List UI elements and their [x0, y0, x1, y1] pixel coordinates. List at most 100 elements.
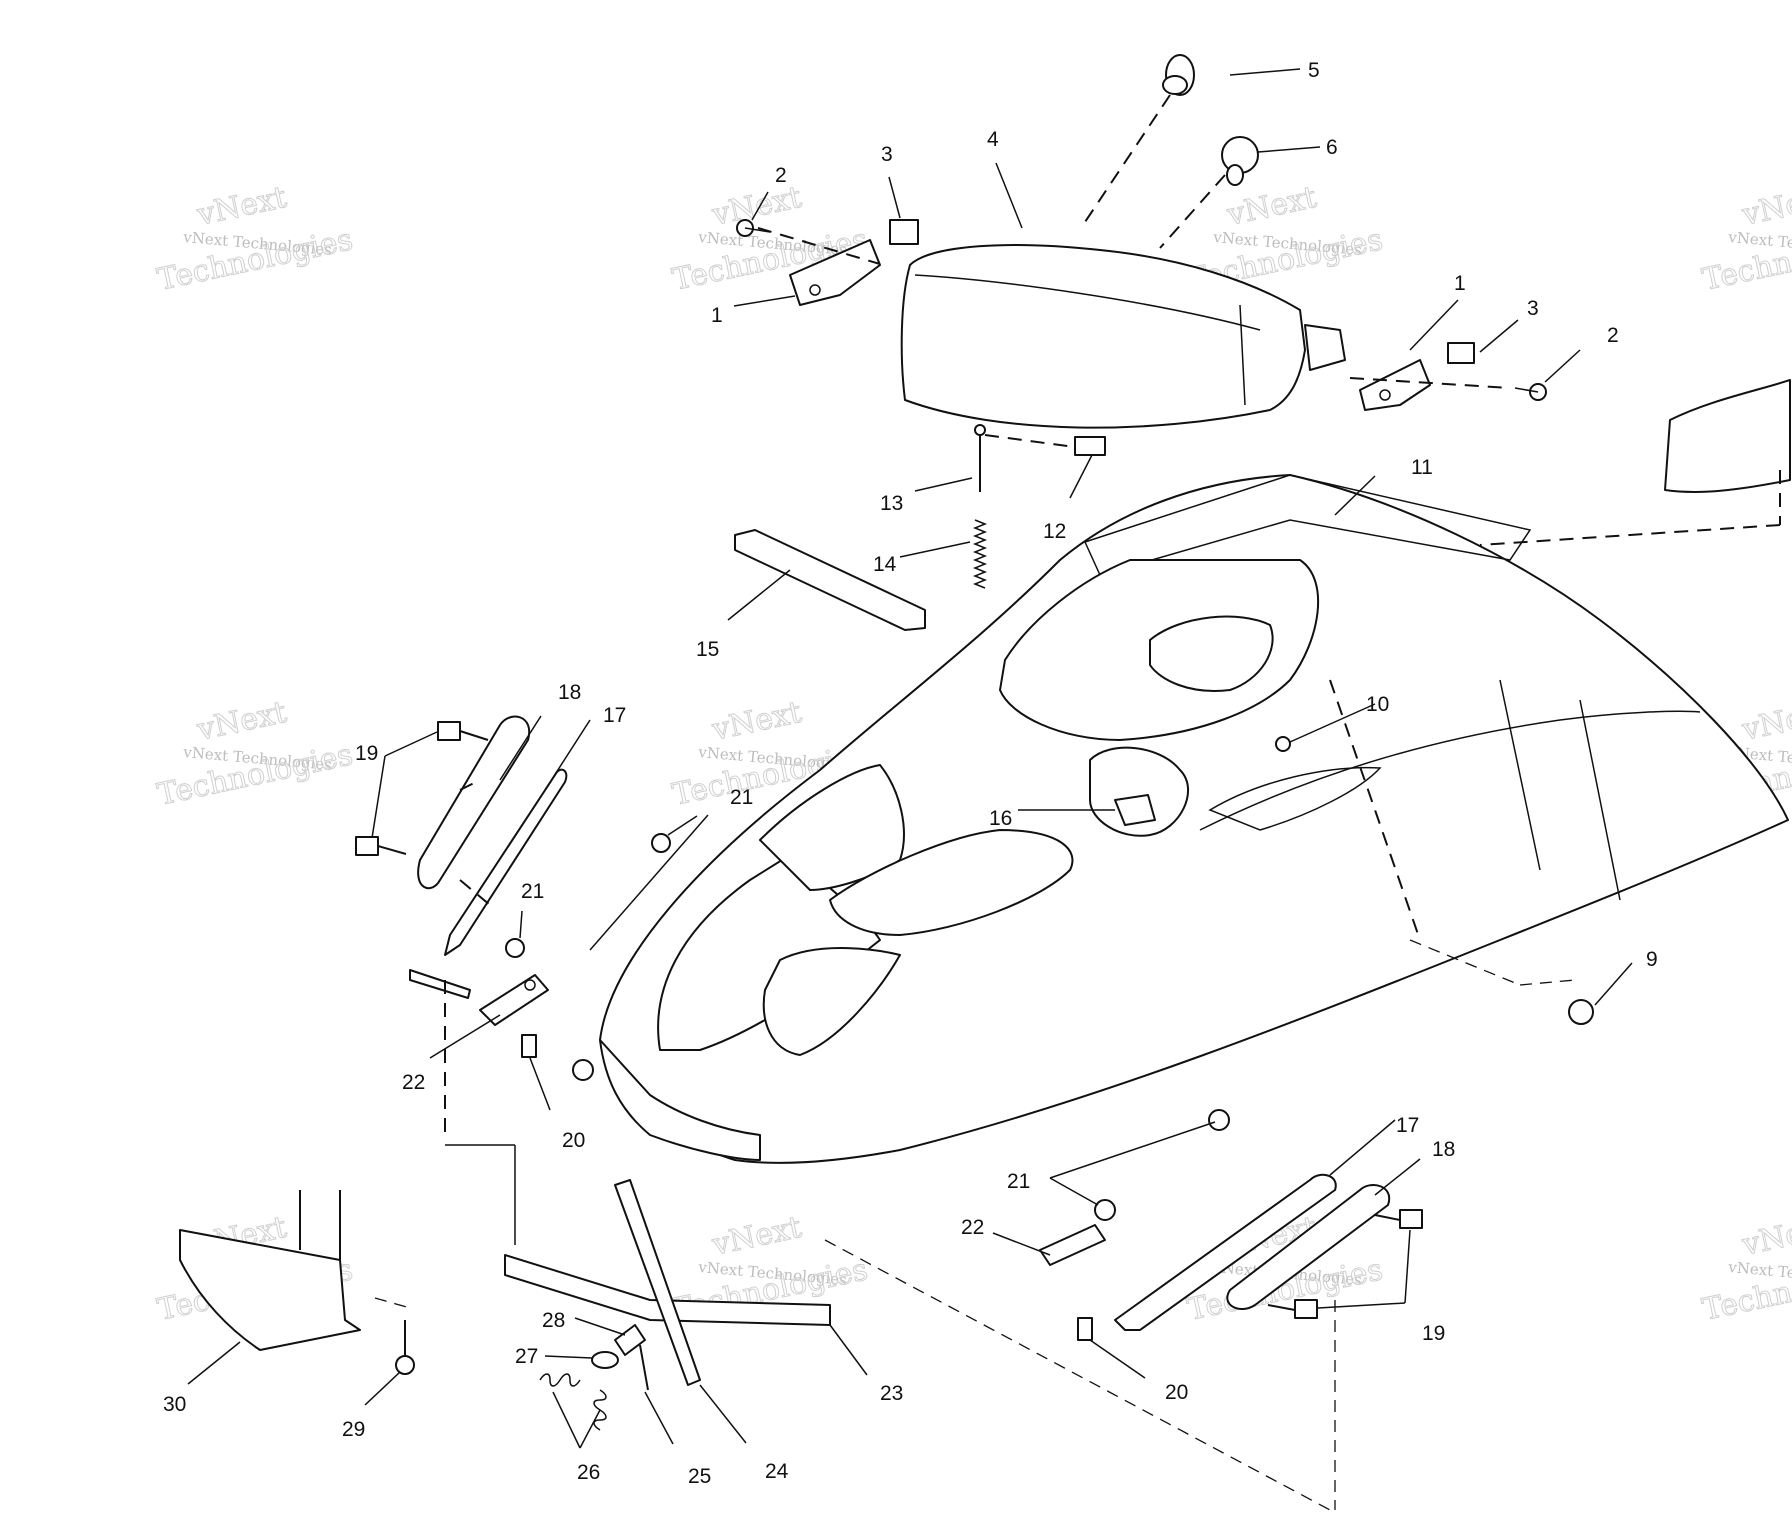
headlight-housing-lens-edge [914, 274, 1261, 406]
watermark-brand: vNext [708, 1210, 804, 1263]
callout-18-left: 18 [558, 681, 581, 704]
fastener-10 [1275, 736, 1291, 752]
callout-25: 25 [688, 1465, 711, 1488]
hood-side-stripe [1199, 710, 1701, 831]
hood-side-air-intake [1208, 766, 1382, 831]
bolt-19-lower [355, 836, 407, 856]
seal-strip-15 [734, 529, 926, 631]
bracket-28 [614, 1324, 646, 1356]
screw-20-left [521, 1034, 537, 1058]
hood-vent-center [829, 829, 1074, 936]
callout-17-left: 17 [603, 704, 626, 727]
callout-19-right: 19 [1422, 1322, 1445, 1345]
support-rod-24 [614, 1179, 701, 1386]
watermark-brand: vNext [193, 180, 289, 233]
watermark-top-left: vNext vNext Technologies Technologies [154, 179, 356, 298]
ring-27 [591, 1351, 619, 1369]
callout-20-left: 20 [562, 1129, 585, 1152]
latch-22-right [1039, 1224, 1106, 1266]
callout-23: 23 [880, 1382, 903, 1405]
leader-lines [187, 68, 1633, 1449]
callout-28: 28 [542, 1309, 565, 1332]
screw-top-right [1514, 383, 1547, 401]
knob-16 [1114, 794, 1156, 826]
hood-vent-lower [762, 947, 901, 1056]
callout-17-right: 17 [1396, 1114, 1419, 1137]
spring-14 [972, 519, 988, 589]
callout-9: 9 [1646, 948, 1658, 971]
watermark-brand: vNext [708, 180, 804, 233]
watermark-top-edge: vNext vNext Technologies Technologies [1699, 179, 1792, 298]
hood-assembly [599, 474, 1789, 1164]
watermark-brand: vNext [1738, 180, 1792, 233]
headlight-housing-body [900, 244, 1306, 429]
callout-21-right: 21 [1007, 1170, 1030, 1193]
callout-24: 24 [765, 1460, 789, 1483]
callout-22-right: 22 [961, 1216, 984, 1239]
pin-13 [974, 424, 986, 492]
hood-front-bumper [599, 1039, 761, 1161]
bracket-right-plate [1359, 359, 1431, 411]
clip-12 [1074, 436, 1106, 456]
callout-1-right: 1 [1454, 272, 1466, 295]
callout-labels: 5 6 4 3 2 1 1 3 2 11 13 12 14 15 10 16 9… [163, 59, 1658, 1488]
bracket-left-hole [809, 284, 821, 296]
callout-20-right: 20 [1165, 1381, 1188, 1404]
nut-21-right-mid [1094, 1199, 1116, 1221]
callout-3-left: 3 [881, 143, 893, 166]
bracket-left [789, 239, 881, 306]
assembly-dash-lines [374, 94, 1781, 1511]
callout-5: 5 [1308, 59, 1320, 82]
callout-26: 26 [577, 1461, 600, 1484]
callout-21-left: 21 [521, 880, 544, 903]
callout-22-left: 22 [402, 1071, 425, 1094]
bolt-19-right-lower [1267, 1299, 1318, 1319]
bolt-19-right-upper [1374, 1209, 1423, 1229]
screw-20-right [1077, 1317, 1093, 1341]
callout-13: 13 [880, 492, 903, 515]
headlight-housing-bracket [1304, 324, 1346, 371]
bracket-left-plate [789, 239, 881, 306]
bracket-right [1359, 359, 1431, 411]
watermark-brand: vNext [193, 695, 289, 748]
nut-21-right-top [1208, 1109, 1230, 1131]
callout-11: 11 [1411, 456, 1433, 479]
hood-side-crease [1499, 679, 1621, 901]
watermark-brand: vNext [708, 695, 804, 748]
bolt-29 [395, 1320, 415, 1375]
callout-1-left: 1 [711, 304, 723, 327]
callout-16: 16 [989, 807, 1012, 830]
grommet-9 [1568, 999, 1594, 1025]
callout-21-top: 21 [730, 786, 753, 809]
callout-19-left: 19 [355, 742, 378, 765]
callout-4: 4 [987, 128, 999, 151]
bumper-bracket-30 [179, 1229, 361, 1351]
callout-2-right: 2 [1607, 324, 1619, 347]
callout-14: 14 [873, 553, 897, 576]
callout-30: 30 [163, 1393, 186, 1416]
spacer-plate-18-left [417, 715, 531, 890]
support-arm-17-right [1114, 1173, 1337, 1331]
speed-nut-left [889, 219, 919, 245]
pin-25 [639, 1344, 649, 1391]
watermark-brand: vNext [1738, 695, 1792, 748]
bolt-19-upper [437, 721, 489, 741]
callout-27: 27 [515, 1345, 538, 1368]
spacer-plate-18-right [1226, 1184, 1391, 1310]
headlight-housing [900, 244, 1346, 429]
hood-vent-upper [759, 764, 905, 891]
callout-18-right: 18 [1432, 1138, 1455, 1161]
watermark-mid-left: vNext vNext Technologies Technologies [154, 694, 356, 813]
callout-3-right: 3 [1527, 297, 1539, 320]
nut-21-left [505, 938, 525, 958]
nut-21-top [651, 833, 671, 853]
callout-6: 6 [1326, 136, 1338, 159]
bulb-socket-5 [1162, 54, 1195, 96]
pin-latch-left [409, 969, 471, 999]
side-panel-right [1664, 379, 1791, 493]
callout-15: 15 [696, 638, 719, 661]
watermark-brand: vNext [1223, 180, 1319, 233]
hood-shell [599, 474, 1789, 1164]
latch-22-left [479, 974, 549, 1026]
